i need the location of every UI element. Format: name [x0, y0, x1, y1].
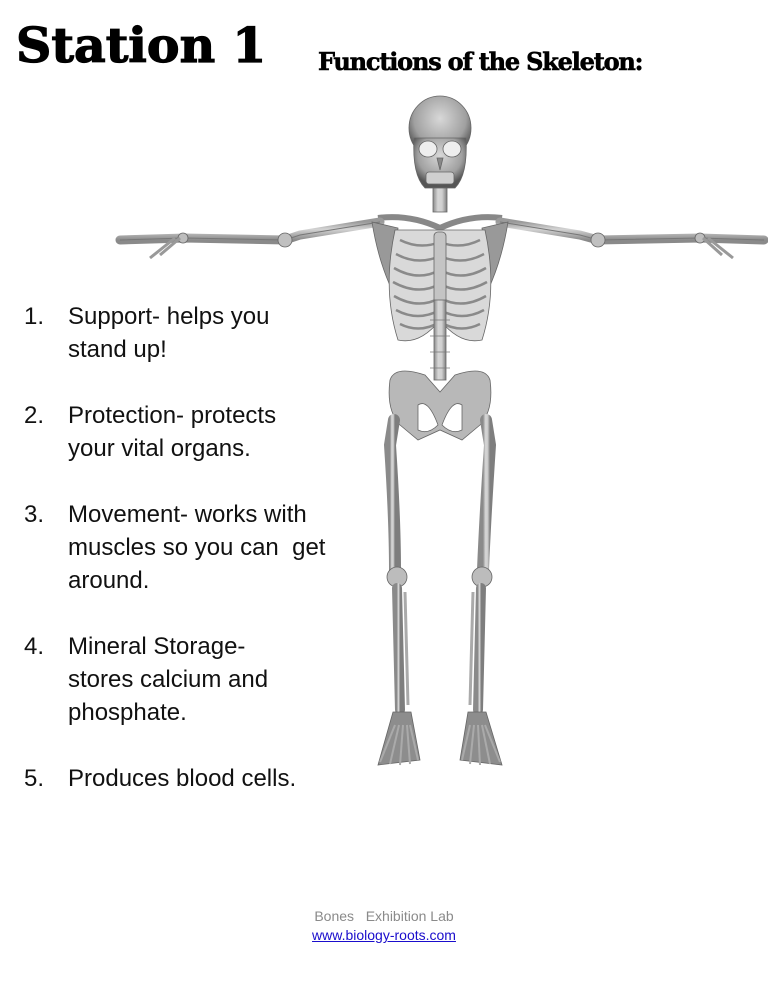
item-line: Mineral Storage-: [68, 633, 246, 660]
list-item: 5. Produces blood cells.: [24, 762, 354, 795]
item-line: phosphate.: [68, 699, 187, 726]
item-line: Movement- works with: [68, 501, 307, 528]
station-title: Station 1: [15, 18, 267, 74]
page-subtitle: Functions of the Skeleton:: [318, 47, 644, 76]
item-line: around.: [68, 567, 150, 594]
item-text: Support- helps you stand up!: [68, 300, 354, 366]
item-number: 4.: [24, 633, 45, 660]
item-number: 1.: [24, 303, 45, 330]
item-number: 2.: [24, 402, 45, 429]
footer-lab-label: Bones Exhibition Lab: [314, 908, 454, 924]
list-item: 2. Protection- protects your vital organ…: [24, 399, 354, 465]
item-number: 5.: [24, 765, 45, 792]
item-line: stores calcium and: [68, 666, 269, 693]
item-line: Protection- protects: [68, 402, 277, 429]
item-text: Protection- protects your vital organs.: [68, 399, 354, 465]
item-line: your vital organs.: [68, 435, 251, 462]
list-item: 3. Movement- works with muscles so you c…: [24, 498, 354, 597]
list-item: 4. Mineral Storage- stores calcium and p…: [24, 630, 354, 729]
item-line: Support- helps you: [68, 303, 270, 330]
skeleton-illustration: [115, 95, 768, 766]
item-text: Mineral Storage- stores calcium and phos…: [68, 630, 354, 729]
item-line: muscles so you can get: [68, 534, 326, 561]
functions-list: 1. Support- helps you stand up! 2. Prote…: [24, 300, 354, 795]
website-link[interactable]: www.biology-roots.com: [312, 927, 456, 943]
item-number: 3.: [24, 501, 45, 528]
item-line: Produces blood cells.: [68, 765, 297, 792]
list-item: 1. Support- helps you stand up!: [24, 300, 354, 366]
item-text: Produces blood cells.: [68, 762, 354, 795]
item-text: Movement- works with muscles so you can …: [68, 498, 354, 597]
item-line: stand up!: [68, 336, 167, 363]
